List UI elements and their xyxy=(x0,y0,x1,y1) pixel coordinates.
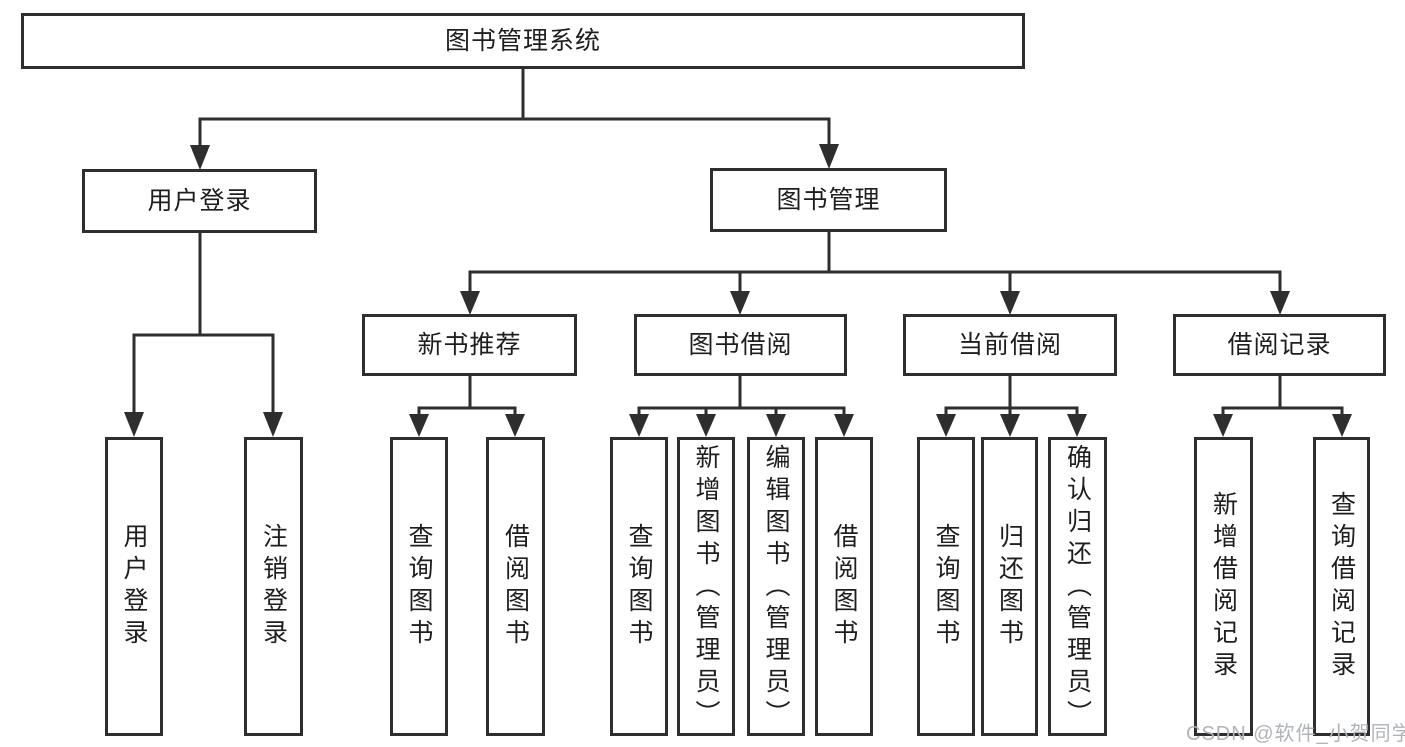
node-leaf-query-books-borrowing: 查询图书 xyxy=(610,437,668,736)
csdn-watermark: CSDN @软件_小贺同学 xyxy=(1186,723,1405,745)
node-leaf-return-books: 归还图书 xyxy=(981,437,1038,736)
edge-user-login-to-leaves xyxy=(124,233,283,437)
node-leaf-add-books-admin: 新增图书（管理员） xyxy=(677,437,735,736)
node-leaf-logout: 注销登录 xyxy=(244,437,303,736)
node-leaf-edit-books-admin: 编辑图书（管理员） xyxy=(747,437,805,736)
edge-current-borrow-to-leaves xyxy=(936,376,1087,437)
node-user-login: 用户登录 xyxy=(82,169,317,233)
node-book-borrowing: 图书借阅 xyxy=(634,314,847,376)
edge-root-to-level2 xyxy=(190,69,839,170)
edge-borrow-record-to-leaves xyxy=(1213,376,1352,437)
node-library-management-system: 图书管理系统 xyxy=(21,13,1025,69)
node-leaf-query-borrow-record: 查询借阅记录 xyxy=(1313,437,1370,736)
edge-book-borrow-to-leaves xyxy=(629,376,854,437)
node-leaf-query-books-recommend: 查询图书 xyxy=(390,437,448,736)
edge-book-mgmt-to-level3 xyxy=(460,232,1290,315)
node-leaf-borrow-books-recommend: 借阅图书 xyxy=(486,437,545,736)
node-leaf-query-books-current: 查询图书 xyxy=(917,437,975,736)
node-leaf-user-login: 用户登录 xyxy=(105,437,163,736)
node-leaf-add-borrow-record: 新增借阅记录 xyxy=(1194,437,1253,736)
node-current-borrowing: 当前借阅 xyxy=(903,314,1117,376)
node-borrowing-records: 借阅记录 xyxy=(1173,314,1386,376)
edge-new-book-rec-to-leaves xyxy=(409,376,525,437)
node-leaf-confirm-return-admin: 确认归还（管理员） xyxy=(1048,437,1107,736)
node-leaf-borrow-books-borrowing: 借阅图书 xyxy=(815,437,873,736)
node-new-book-recommend: 新书推荐 xyxy=(362,314,577,376)
node-book-management: 图书管理 xyxy=(710,168,947,232)
